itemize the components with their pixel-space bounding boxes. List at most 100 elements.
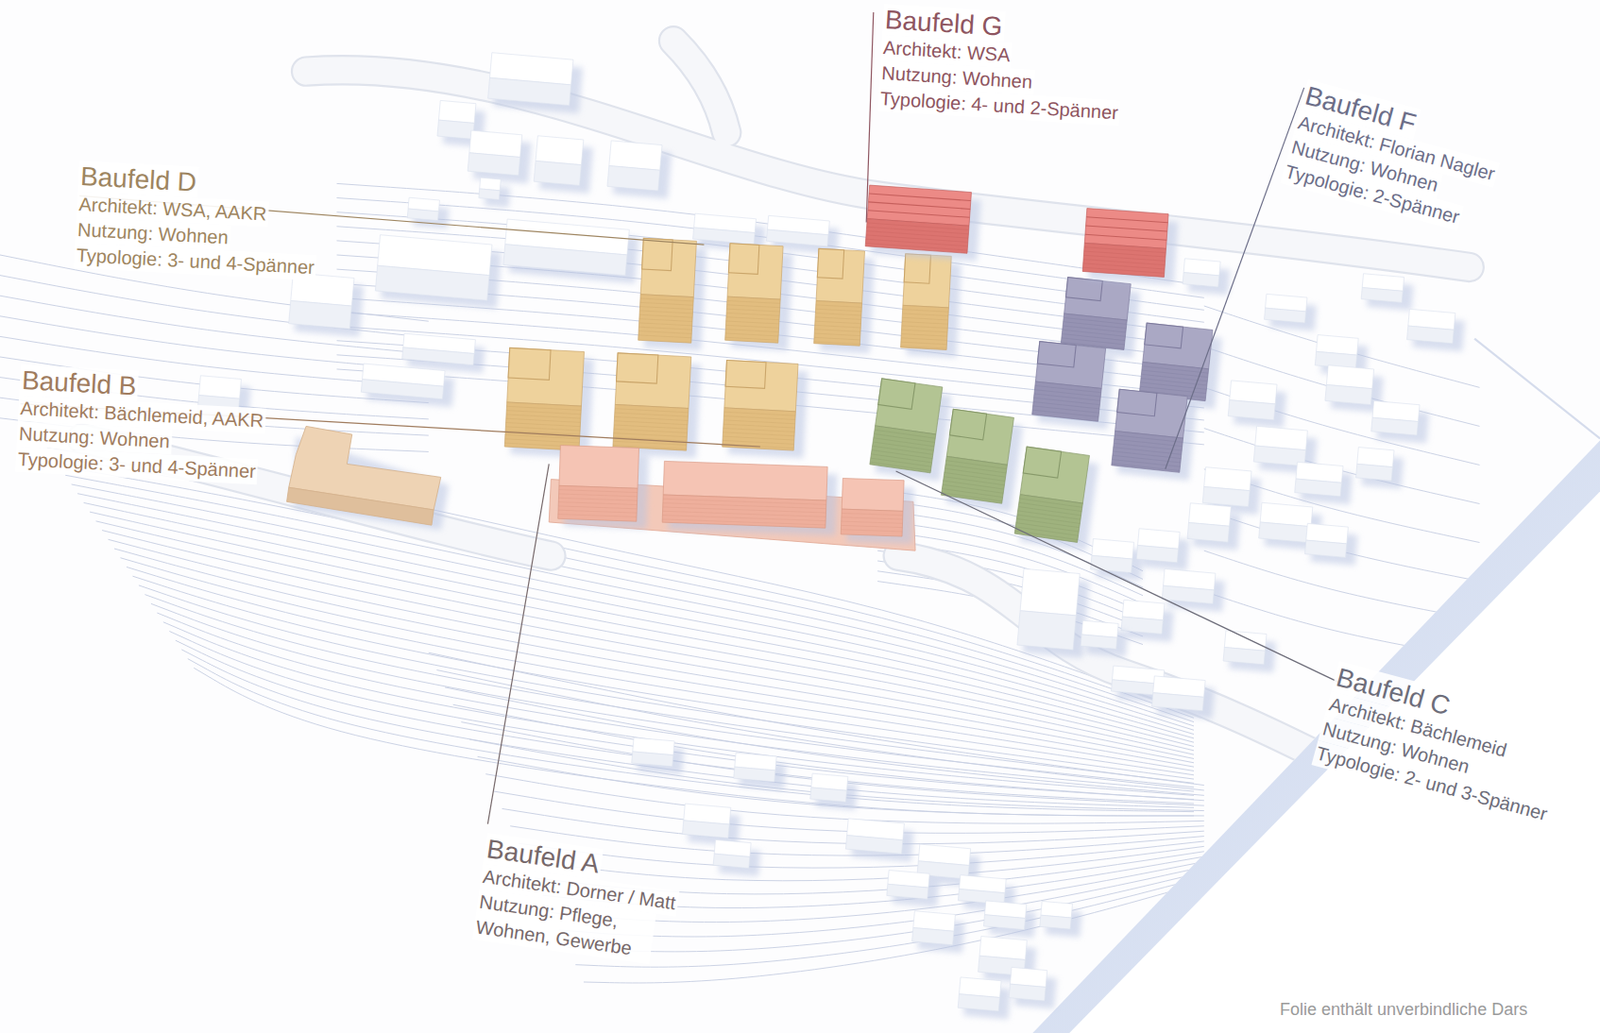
floor-line [1033,406,1100,413]
context-building [1222,630,1277,674]
contour-line [436,670,1204,791]
contour-lines [0,183,1481,984]
building-roof [841,477,904,511]
contour-line [0,295,429,355]
building-facade [638,294,695,343]
floor-line [1111,459,1180,468]
building-facade [725,296,782,343]
building-roof [724,359,799,411]
floor-line [814,333,861,337]
floor-line [1063,317,1127,324]
floor-line [727,300,781,304]
building-wood [287,425,450,530]
floor-line [614,408,689,413]
building-setback [903,254,931,284]
road [673,40,727,133]
building-roof [1115,389,1189,439]
building-facade [957,994,1000,1012]
contour-line [77,493,1194,739]
floor-line [1035,385,1102,392]
floor-line [942,484,1004,494]
context-building [1406,308,1466,352]
building-facade [840,509,903,537]
floor-line [902,325,949,329]
contour-line [151,603,1194,787]
contour-line [193,667,1194,817]
building-field-b [504,347,595,459]
contour-line [119,558,1194,767]
context-building [1089,539,1144,582]
floor-line [662,519,826,526]
building-facade [1294,478,1343,497]
floor-line [944,472,1005,481]
building-setback [817,248,844,279]
label-group: Baufeld FArchitekt: Florian NaglerNutzun… [1279,79,1508,238]
context-building [1151,676,1216,719]
roof-stripe [1085,234,1167,240]
building-facade [467,153,521,176]
floor-line [874,429,936,439]
building-field-d [900,254,962,358]
floor-line [725,337,779,341]
context-building [1361,273,1415,311]
contour-line [181,649,1194,808]
contour-line [485,774,1205,824]
floor-line [506,406,581,410]
building-field-f [1110,389,1198,481]
floor-line [816,308,863,312]
building-facade [488,77,572,105]
leader-line [866,12,874,222]
road-edge [898,556,1358,776]
contour-line [108,539,1195,759]
floor-line [901,345,948,349]
floor-line [870,454,932,463]
floor-line [943,476,1005,486]
label-group: Folie enthält unverbindliche Dars [1277,999,1530,1021]
floor-line [722,436,795,441]
floor-line [815,324,862,328]
floor-line [613,428,688,433]
building-facade [1264,307,1307,324]
building-roof [1189,503,1232,527]
building-roof [902,254,952,308]
building-field-a [840,477,915,545]
floor-line [866,235,969,243]
floor-line [639,310,693,314]
building-facade [558,485,638,522]
building-roof [199,375,242,399]
building-facade [1136,545,1178,563]
building-facade [845,835,903,855]
leader-line [1165,87,1305,470]
building-field-c [939,408,1024,512]
building-facade [504,402,581,451]
building-facade [1202,486,1250,507]
floor-line [723,432,796,437]
building-facade [1227,400,1276,421]
floor-line [726,308,780,312]
floor-line [558,514,637,518]
floor-line [1033,402,1100,409]
floor-line [505,426,580,431]
floor-line [639,319,693,323]
context-buildings [196,52,1465,1021]
floor-line [1111,463,1180,472]
floor-line [1019,502,1082,511]
building-setback [1117,389,1158,417]
floor-line [867,222,970,231]
building-facade [612,404,689,451]
building-setback [1037,341,1076,368]
floor-line [1141,370,1209,377]
contour-line [444,687,1205,796]
floor-line [1034,393,1101,401]
building-setback [725,359,766,389]
floor-line [613,433,688,438]
building-facade [1080,634,1118,649]
building-roof [559,445,640,490]
building-roof [946,408,1014,465]
label-group: Baufeld AArchitekt: Dorner / MattNutzung… [472,833,683,968]
floor-line [902,322,949,325]
building-facade [886,884,929,900]
floor-line [558,502,637,506]
building-setback [1065,277,1103,302]
building-facade [713,853,750,869]
